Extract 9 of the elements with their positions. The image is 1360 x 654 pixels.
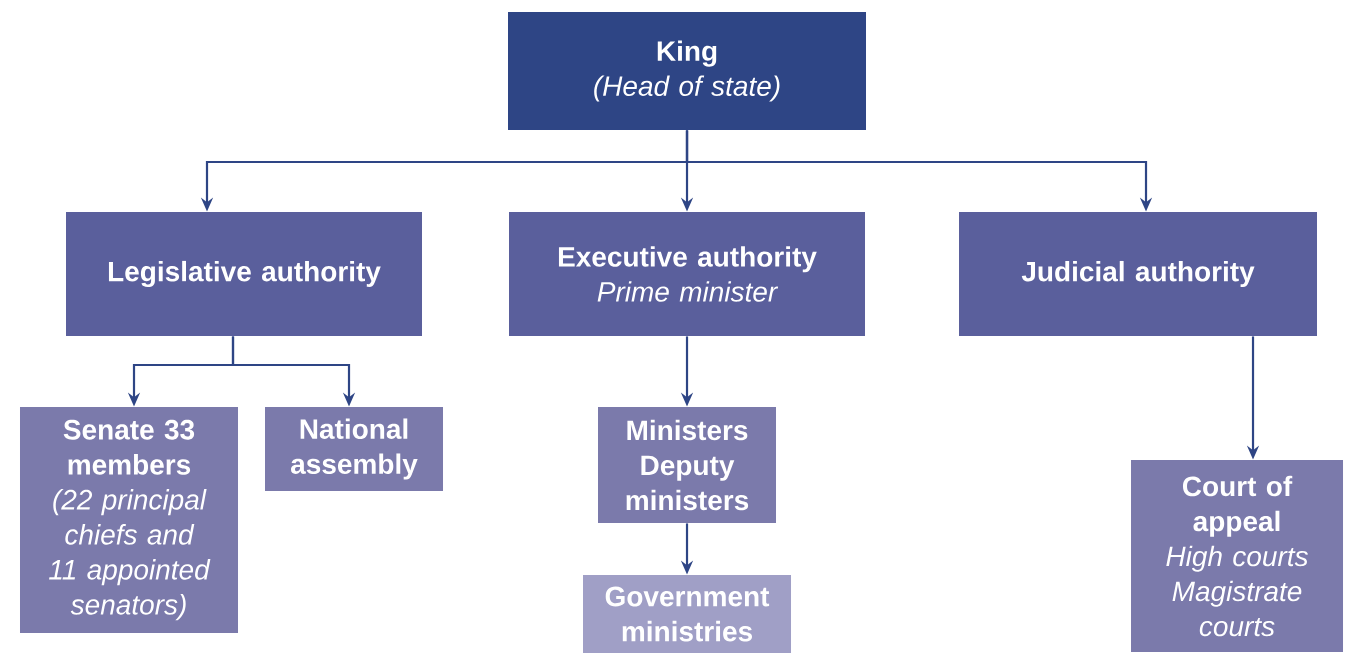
authority-box: Judicial authority xyxy=(959,212,1317,336)
authority-box: Executive authority Prime minister xyxy=(509,212,865,336)
body-box: Senate 33 members (22 principal chiefs and 11 appointed senators) xyxy=(20,407,238,633)
body-box: National assembly xyxy=(265,407,443,491)
head-box: King (Head of state) xyxy=(508,12,866,130)
body-box: Government ministries xyxy=(583,575,791,653)
authority-box: Legislative authority xyxy=(66,212,422,336)
body-box: Court of appeal High courts Magistrate courts xyxy=(1131,460,1343,652)
body-box: Ministers Deputy ministers xyxy=(598,407,776,523)
